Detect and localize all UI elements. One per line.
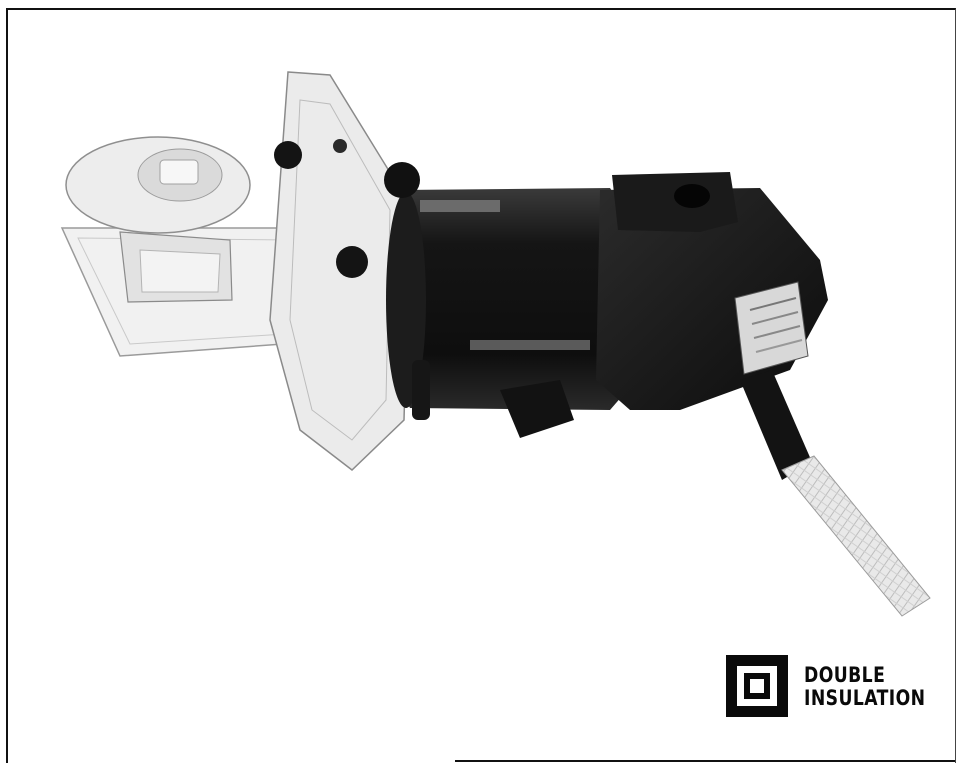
double-insulation-icon	[726, 655, 788, 717]
motor-body	[384, 162, 636, 410]
adjustment-knobs	[412, 360, 574, 438]
frame-bottom-rule	[455, 760, 955, 762]
clear-front-plate	[269, 71, 411, 471]
label-line-2: INSULATION	[804, 686, 926, 710]
photo-frame	[6, 8, 956, 763]
clear-dome-guard	[65, 136, 251, 303]
double-insulation-label: DOUBLE INSULATION	[804, 664, 925, 710]
power-cord	[740, 370, 931, 617]
label-line-1: DOUBLE	[804, 663, 886, 687]
motor-housing	[596, 172, 828, 410]
